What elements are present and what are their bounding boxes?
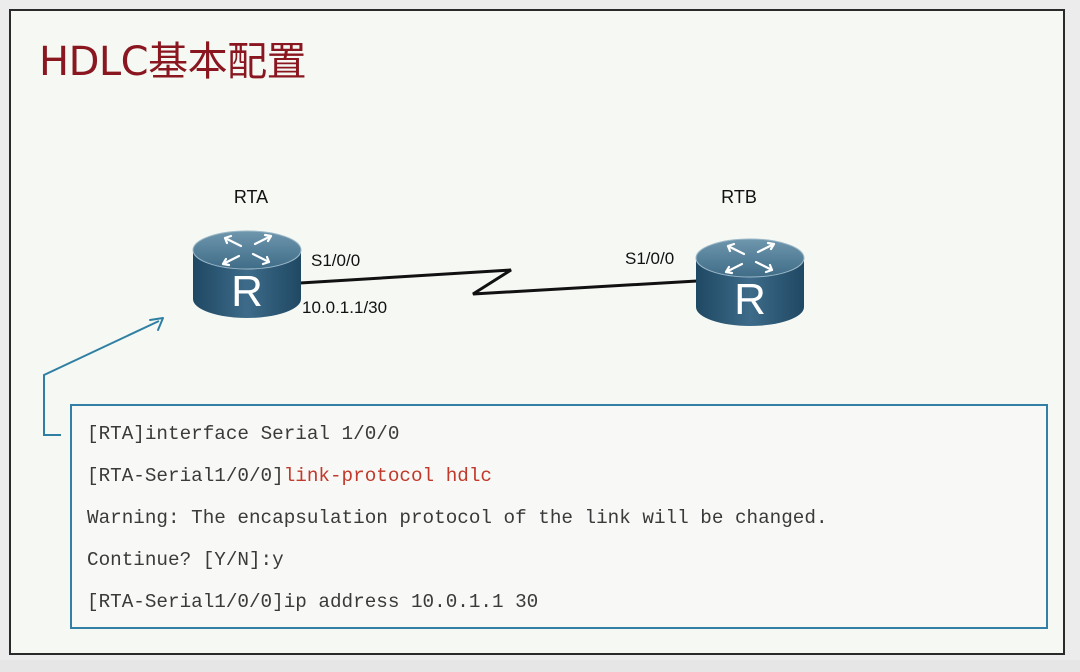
router-rta-name: RTA: [234, 187, 268, 207]
serial-link: [299, 268, 698, 296]
command-line: [RTA]interface Serial 1/0/0: [87, 422, 1046, 464]
rtb-port-label: S1/0/0: [625, 249, 674, 268]
router-rta-icon: R: [192, 230, 302, 318]
cmd-text: ip address 10.0.1.1 30: [283, 591, 539, 613]
slide: HDLC基本配置 R: [9, 9, 1065, 655]
callout-arrow: [43, 320, 160, 436]
rta-ip-label: 10.0.1.1/30: [302, 298, 387, 317]
network-diagram: R R RTA RTB S1/0/0 S1/0/0 10.0.1.1/30: [43, 187, 805, 436]
rta-port-label: S1/0/0: [311, 251, 360, 270]
command-line: [RTA-Serial1/0/0]link-protocol hdlc: [87, 464, 1046, 506]
cmd-prompt: [RTA-Serial1/0/0]: [87, 591, 284, 613]
cmd-keyword: link-protocol hdlc: [283, 465, 492, 487]
router-rtb-letter: R: [734, 275, 766, 324]
callout-arrowhead: [149, 317, 164, 331]
footer-strip: [0, 660, 1080, 672]
router-rta-letter: R: [231, 267, 263, 316]
slide-title: HDLC基本配置: [39, 39, 307, 85]
router-rtb-icon: R: [695, 238, 805, 326]
cmd-prompt: [RTA-Serial1/0/0]: [87, 465, 284, 487]
router-rtb-name: RTB: [721, 187, 757, 207]
warning-line: Warning: The encapsulation protocol of t…: [87, 507, 828, 529]
confirm-line: Continue? [Y/N]:y: [87, 549, 284, 571]
command-line: [RTA-Serial1/0/0]ip address 10.0.1.1 30: [87, 590, 1046, 632]
cmd-text: interface Serial 1/0/0: [144, 423, 400, 445]
cmd-prompt: [RTA]: [87, 423, 145, 445]
command-box: [RTA]interface Serial 1/0/0 [RTA-Serial1…: [70, 404, 1048, 629]
